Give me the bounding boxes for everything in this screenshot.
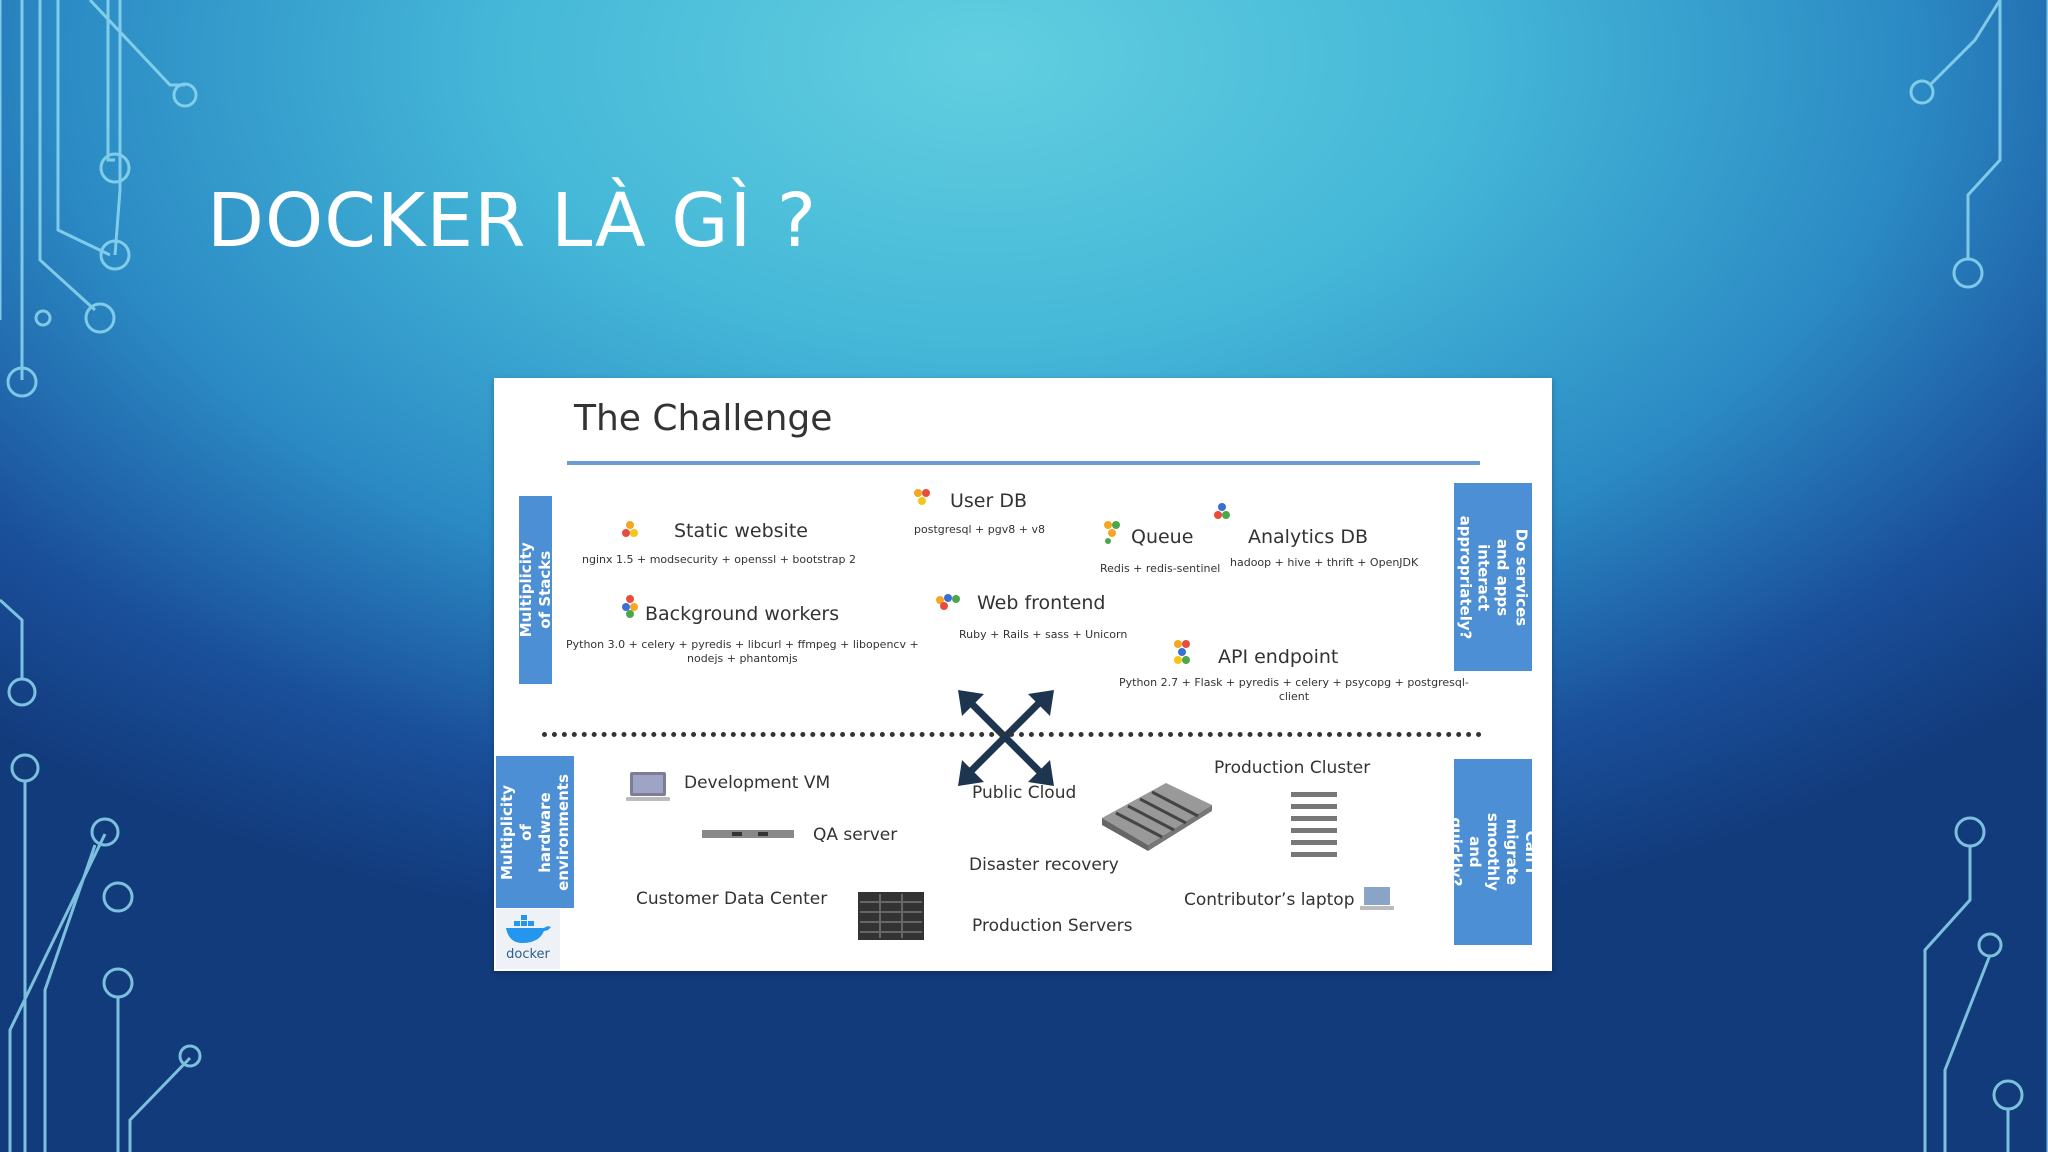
server-icon xyxy=(702,830,794,838)
challenge-diagram: The Challenge Multiplicity of Stacks Mul… xyxy=(494,378,1552,971)
stack-web-frontend-detail: Ruby + Rails + sass + Unicorn xyxy=(959,628,1128,641)
stack-dots-icon xyxy=(622,521,638,537)
stack-dots-icon xyxy=(1174,640,1190,664)
docker-logo-text: docker xyxy=(506,947,550,962)
contributor-laptop-label: Contributor’s laptop xyxy=(1184,890,1355,910)
stack-dots-icon xyxy=(952,595,960,603)
stack-dots-icon xyxy=(936,594,952,610)
slide-title: DOCKER LÀ GÌ ? xyxy=(207,178,818,264)
migrate-panel: Can I migrate smoothly and quickly? xyxy=(1447,759,1540,945)
stack-queue-label: Queue xyxy=(1131,526,1194,548)
stack-api-endpoint-label: API endpoint xyxy=(1218,646,1339,668)
title-rule xyxy=(567,461,1480,465)
stack-dots-icon xyxy=(1214,503,1230,519)
services-interact-panel: Do services and apps interact appropriat… xyxy=(1454,483,1532,671)
laptop-icon xyxy=(1360,887,1394,910)
stack-background-workers-label: Background workers xyxy=(645,603,840,625)
customer-data-center-label: Customer Data Center xyxy=(636,889,828,909)
cross-arrows-icon xyxy=(958,690,1054,786)
stack-user-db-detail: postgresql + pgv8 + v8 xyxy=(914,523,1045,536)
server-blades-icon xyxy=(1102,783,1212,851)
stack-dots-icon xyxy=(914,489,930,505)
multiplicity-of-hardware-panel: Multiplicity of hardware environments xyxy=(496,756,574,908)
stack-queue-detail: Redis + redis-sentinel xyxy=(1100,562,1221,575)
multiplicity-of-stacks-panel: Multiplicity of Stacks xyxy=(516,496,554,684)
disaster-recovery-label: Disaster recovery xyxy=(969,855,1119,875)
public-cloud-label: Public Cloud xyxy=(972,783,1077,803)
stack-analytics-db-label: Analytics DB xyxy=(1248,526,1368,548)
cluster-icon xyxy=(1291,792,1337,857)
stack-dots-icon xyxy=(1104,521,1120,544)
stack-api-endpoint-detail: Python 2.7 + Flask + pyredis + celery + … xyxy=(1119,676,1469,703)
stack-dots-icon xyxy=(622,595,638,618)
stack-web-frontend-label: Web frontend xyxy=(977,592,1106,614)
stack-hardware-divider xyxy=(542,732,1482,737)
migrate-label: Can I migrate smoothly and quickly? xyxy=(1446,813,1540,891)
dev-vm-label: Development VM xyxy=(684,773,831,793)
production-servers-label: Production Servers xyxy=(972,916,1133,936)
laptop-icon xyxy=(626,772,670,801)
stack-background-workers-detail: Python 3.0 + celery + pyredis + libcurl … xyxy=(566,638,919,665)
docker-whale-icon xyxy=(506,915,551,943)
multiplicity-of-stacks-label: Multiplicity of Stacks xyxy=(516,542,554,638)
stack-static-website-detail: nginx 1.5 + modsecurity + openssl + boot… xyxy=(582,553,856,566)
docker-logo: docker xyxy=(496,909,560,969)
services-interact-label: Do services and apps interact appropriat… xyxy=(1456,515,1531,639)
data-center-rack-icon xyxy=(858,892,924,940)
stack-analytics-db-detail: hadoop + hive + thrift + OpenJDK xyxy=(1230,556,1419,569)
production-cluster-label: Production Cluster xyxy=(1214,758,1371,778)
stack-static-website-label: Static website xyxy=(674,520,808,542)
qa-server-label: QA server xyxy=(813,825,898,845)
diagram-title: The Challenge xyxy=(574,398,833,439)
stack-user-db-label: User DB xyxy=(950,490,1028,512)
multiplicity-of-hardware-label: Multiplicity of hardware environments xyxy=(497,773,572,891)
